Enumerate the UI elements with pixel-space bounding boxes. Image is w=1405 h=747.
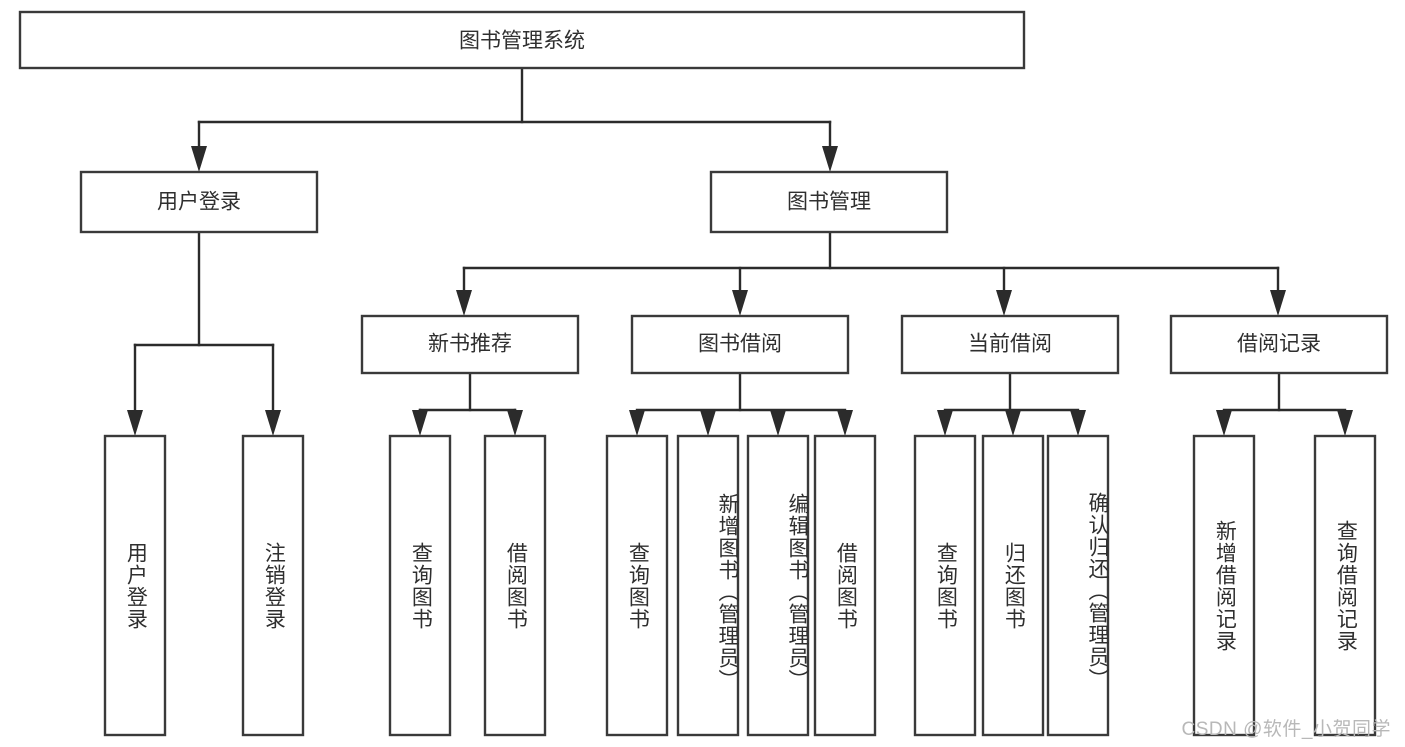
arrow-head-book-borrow	[732, 290, 748, 316]
arrow-head-user-login-leaf-1	[127, 410, 143, 436]
node-bb-edit-book-rect[interactable]	[746, 434, 810, 737]
leaf-boxes-new-book-recommend	[388, 434, 547, 737]
arrow-head-bb-leaf-4	[837, 410, 853, 436]
arrow-head-br-leaf-2	[1337, 410, 1353, 436]
arrow-head-bb-leaf-2	[700, 410, 716, 436]
arrow-head-new-book-recommend	[456, 290, 472, 316]
arrow-head-cb-leaf-3	[1070, 410, 1086, 436]
node-bb-query-book-rect[interactable]	[605, 434, 669, 737]
arrow-head-nbr-leaf-1	[412, 410, 428, 436]
connector-group-borrow-record	[1216, 371, 1353, 436]
connector-group-book-management	[456, 230, 1286, 316]
arrow-head-bb-leaf-1	[629, 410, 645, 436]
node-cb-confirm-return-rect[interactable]	[1046, 434, 1110, 737]
leaf-boxes-book-borrow	[605, 434, 877, 737]
node-user-login-label: 用户登录	[157, 191, 241, 214]
node-user-login-rect[interactable]	[79, 170, 319, 234]
connector-group-current-borrow	[937, 371, 1086, 436]
node-book-borrow[interactable]: 图书借阅	[630, 314, 850, 375]
node-root[interactable]: 图书管理系统	[18, 10, 1026, 70]
node-borrow-record-rect[interactable]	[1169, 314, 1389, 375]
connector-group-new-book-recommend	[412, 371, 523, 436]
node-book-borrow-rect[interactable]	[630, 314, 850, 375]
node-user-login-do-rect[interactable]	[103, 434, 167, 737]
node-br-query-record-rect[interactable]	[1313, 434, 1377, 737]
node-current-borrow-label: 当前借阅	[968, 333, 1052, 356]
leaf-boxes-user-login	[103, 434, 305, 737]
node-borrow-record-label: 借阅记录	[1237, 333, 1321, 356]
node-new-book-recommend-label: 新书推荐	[428, 333, 512, 356]
connector-group-book-borrow	[629, 371, 853, 436]
connector-group-root	[191, 66, 838, 172]
node-book-borrow-label: 图书借阅	[698, 333, 782, 356]
arrow-head-br-leaf-1	[1216, 410, 1232, 436]
leaf-boxes-borrow-record	[1192, 434, 1377, 737]
connector-group-user-login	[127, 230, 281, 436]
arrow-head-current-borrow	[996, 290, 1012, 316]
node-user-login[interactable]: 用户登录	[79, 170, 319, 234]
node-current-borrow-rect[interactable]	[900, 314, 1120, 375]
node-bb-add-book-rect[interactable]	[676, 434, 740, 737]
node-book-management-label: 图书管理	[787, 191, 871, 214]
node-new-book-recommend[interactable]: 新书推荐	[360, 314, 580, 375]
arrow-head-cb-leaf-1	[937, 410, 953, 436]
node-nbr-borrow-book-rect[interactable]	[483, 434, 547, 737]
arrow-head-borrow-record	[1270, 290, 1286, 316]
node-current-borrow[interactable]: 当前借阅	[900, 314, 1120, 375]
node-cb-query-book-rect[interactable]	[913, 434, 977, 737]
node-new-book-recommend-rect[interactable]	[360, 314, 580, 375]
node-nbr-query-book-rect[interactable]	[388, 434, 452, 737]
arrow-head-user-login-leaf-2	[265, 410, 281, 436]
node-root-rect[interactable]	[18, 10, 1026, 70]
node-br-add-record-rect[interactable]	[1192, 434, 1256, 737]
node-borrow-record[interactable]: 借阅记录	[1169, 314, 1389, 375]
node-bb-borrow-book-rect[interactable]	[813, 434, 877, 737]
node-cb-return-book-rect[interactable]	[981, 434, 1045, 737]
arrow-head-book-management	[822, 146, 838, 172]
arrow-head-bb-leaf-3	[770, 410, 786, 436]
arrow-head-nbr-leaf-2	[507, 410, 523, 436]
node-book-management[interactable]: 图书管理	[709, 170, 949, 234]
node-root-label: 图书管理系统	[459, 30, 585, 53]
leaf-boxes-current-borrow	[913, 434, 1110, 737]
arrow-head-user-login	[191, 146, 207, 172]
arrow-head-cb-leaf-2	[1005, 410, 1021, 436]
node-book-management-rect[interactable]	[709, 170, 949, 234]
node-user-logout-rect[interactable]	[241, 434, 305, 737]
csdn-watermark: CSDN @软件_小贺同学	[1181, 719, 1391, 740]
